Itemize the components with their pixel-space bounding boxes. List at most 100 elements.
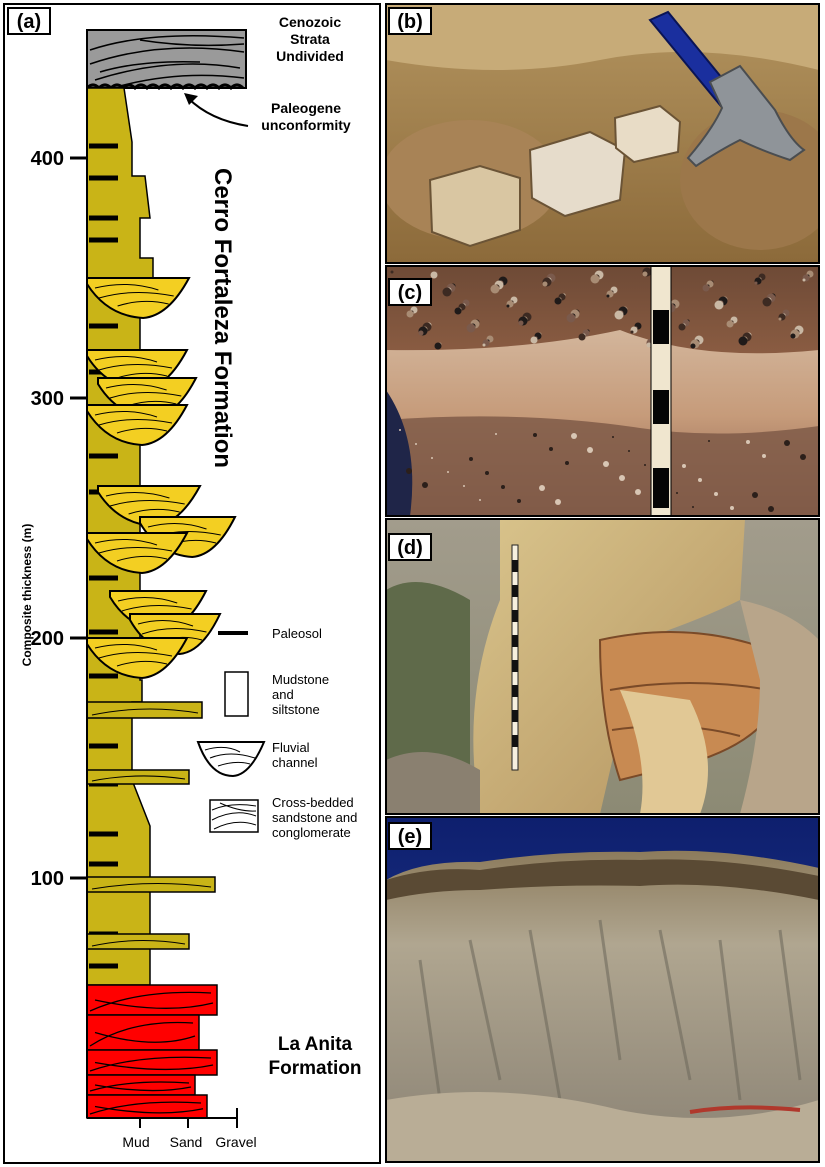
pebble xyxy=(591,275,600,284)
y-tick-label: 300 xyxy=(31,388,64,410)
pebble xyxy=(507,305,510,308)
panel-d-tag: (d) xyxy=(397,537,423,559)
pebble xyxy=(755,282,758,285)
pebble xyxy=(752,492,758,498)
pebble xyxy=(615,311,624,320)
pebble xyxy=(549,447,553,451)
legend-crossbedded-label-2: sandstone and xyxy=(272,810,357,825)
svg-text:Undivided: Undivided xyxy=(276,48,344,64)
wood-block-1 xyxy=(430,166,520,246)
pebble xyxy=(714,492,718,496)
pebble xyxy=(485,471,489,475)
legend-mudstone-label-1: Mudstone xyxy=(272,672,329,687)
pebble xyxy=(483,344,486,347)
pebble xyxy=(422,482,428,488)
pebble xyxy=(565,461,569,465)
crossbedded-bed xyxy=(87,934,189,949)
pebble xyxy=(517,499,521,503)
pebble xyxy=(407,311,414,318)
pebble xyxy=(406,468,412,474)
crossbedded-bed xyxy=(87,877,215,892)
pebble xyxy=(679,324,686,331)
pebble xyxy=(415,443,417,445)
legend-fluvial-label-2: channel xyxy=(272,755,318,770)
pebble xyxy=(691,344,696,349)
measuring-staff-icon xyxy=(512,545,518,770)
pebble xyxy=(539,485,545,491)
panel-b-tag: (b) xyxy=(397,11,423,33)
svg-text:Paleogene: Paleogene xyxy=(271,100,341,116)
pebble xyxy=(746,440,750,444)
scale-bar-icon xyxy=(651,266,671,516)
crossbedded-bed xyxy=(87,702,202,718)
photo-b xyxy=(380,4,825,263)
svg-text:Strata: Strata xyxy=(290,31,330,47)
pebble xyxy=(682,464,686,468)
pebble xyxy=(635,489,641,495)
pebble xyxy=(803,279,806,282)
crossbedded-bed xyxy=(87,770,189,784)
pebble xyxy=(531,337,538,344)
legend-mudstone-swatch xyxy=(225,672,248,716)
pebble xyxy=(443,288,452,297)
la-anita-bed xyxy=(87,1095,207,1118)
pebble xyxy=(631,331,634,334)
la-anita-column xyxy=(87,985,217,1118)
legend-crossbedded-label-3: conglomerate xyxy=(272,825,351,840)
pebble xyxy=(739,337,748,346)
x-tick-label-gravel: Gravel xyxy=(215,1134,256,1150)
pebble xyxy=(703,285,710,292)
pebble xyxy=(619,475,625,481)
legend-mudstone-label-2: and xyxy=(272,687,294,702)
legend-crossbedded-label-1: Cross-bedded xyxy=(272,795,354,810)
y-tick-label: 100 xyxy=(31,868,64,890)
svg-text:unconformity: unconformity xyxy=(261,117,351,133)
pebble xyxy=(791,334,796,339)
pebble xyxy=(467,324,476,333)
pebble xyxy=(768,506,774,512)
pebble xyxy=(447,471,449,473)
pebble xyxy=(644,464,646,466)
pebble xyxy=(463,485,465,487)
pebble xyxy=(579,334,586,341)
pebble xyxy=(455,308,462,315)
pebble xyxy=(543,282,548,287)
pebble xyxy=(698,478,702,482)
pebble xyxy=(399,429,401,431)
panel-a-tag: (a) xyxy=(17,11,41,33)
pebble xyxy=(501,485,505,489)
y-axis-label: Composite thickness (m) xyxy=(20,524,34,667)
y-tick-label: 200 xyxy=(31,628,64,650)
pebble xyxy=(762,454,766,458)
pebble xyxy=(727,321,734,328)
legend-paleosol-label: Paleosol xyxy=(272,626,322,641)
photo-c xyxy=(386,266,819,516)
pebble xyxy=(603,461,609,467)
pebble xyxy=(692,506,694,508)
pebble xyxy=(708,440,710,442)
la-anita-bed xyxy=(87,1050,217,1075)
pebble xyxy=(784,440,790,446)
pebble xyxy=(800,454,806,460)
cerro-fortaleza-label: Cerro Fortaleza Formation xyxy=(209,168,236,468)
la-anita-bed xyxy=(87,1075,195,1095)
legend-crossbedded-swatch xyxy=(210,800,258,832)
svg-text:Formation: Formation xyxy=(269,1058,362,1079)
pebble xyxy=(391,271,394,274)
cenozoic-strata-unit xyxy=(87,30,246,88)
panel-e-tag: (e) xyxy=(398,826,422,848)
pebble xyxy=(491,285,500,294)
svg-text:La Anita: La Anita xyxy=(278,1034,353,1055)
pebble xyxy=(419,331,424,336)
pebble xyxy=(555,298,562,305)
pebble xyxy=(571,433,577,439)
legend-fluvial-label-1: Fluvial xyxy=(272,740,310,755)
pebble xyxy=(628,450,630,452)
photo-e xyxy=(386,817,819,1162)
pebble xyxy=(479,499,481,501)
pebble xyxy=(612,436,614,438)
pebble xyxy=(555,499,561,505)
x-tick-label-mud: Mud xyxy=(122,1134,149,1150)
pebble xyxy=(607,295,610,298)
